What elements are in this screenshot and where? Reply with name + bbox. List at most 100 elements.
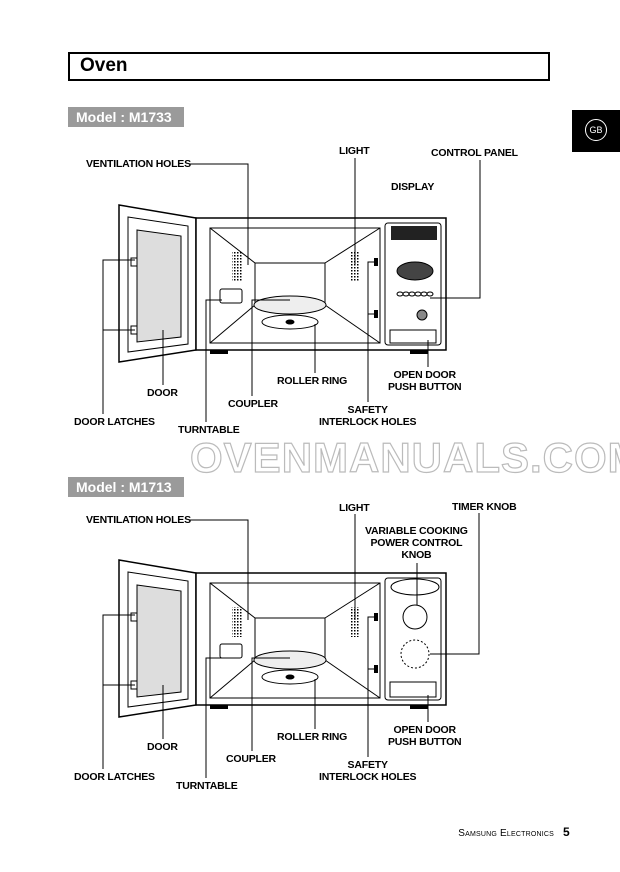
open-door-button bbox=[389, 681, 437, 698]
label-control-panel: CONTROL PANEL bbox=[431, 147, 518, 159]
foot bbox=[210, 350, 228, 354]
label-timer-knob: TIMER KNOB bbox=[452, 501, 517, 513]
label-door-latches: DOOR LATCHES bbox=[74, 771, 155, 783]
label-turntable: TURNTABLE bbox=[176, 780, 238, 792]
open-door-button bbox=[389, 329, 437, 344]
label-door: DOOR bbox=[147, 387, 178, 399]
coupler bbox=[285, 319, 295, 325]
control-panel bbox=[384, 577, 442, 701]
foot bbox=[210, 705, 228, 709]
page-number: 5 bbox=[563, 825, 570, 839]
button bbox=[396, 291, 404, 297]
turntable bbox=[253, 650, 327, 670]
label-door: DOOR bbox=[147, 741, 178, 753]
leader-line bbox=[367, 261, 376, 402]
leader-line bbox=[430, 513, 480, 655]
cavity-edge bbox=[324, 659, 381, 699]
footer-brand: Samsung Electronics bbox=[458, 828, 554, 839]
leader-line bbox=[102, 614, 135, 769]
label-line: SAFETY bbox=[347, 759, 388, 771]
label-line: INTERLOCK HOLES bbox=[319, 416, 417, 428]
label-line: OPEN DOOR bbox=[393, 369, 457, 381]
door-window bbox=[136, 229, 182, 343]
foot bbox=[410, 705, 428, 709]
door-latch bbox=[130, 612, 138, 622]
turntable bbox=[253, 295, 327, 315]
leader-line bbox=[190, 163, 249, 265]
button bbox=[402, 291, 410, 297]
timer-knob bbox=[400, 639, 430, 669]
label-line: PUSH BUTTON bbox=[388, 736, 462, 748]
door-latch bbox=[130, 257, 138, 267]
watermark: OVENMANUALS.COM bbox=[189, 434, 620, 481]
model-heading-m1713: Model : M1713 bbox=[68, 477, 184, 497]
door-frame bbox=[127, 216, 189, 353]
leader-line bbox=[367, 616, 376, 757]
start-button bbox=[416, 309, 428, 321]
foot bbox=[410, 350, 428, 354]
label-coupler: COUPLER bbox=[228, 398, 278, 410]
cavity bbox=[209, 227, 381, 344]
door-frame bbox=[127, 571, 189, 708]
ventilation-holes bbox=[232, 252, 242, 282]
cavity bbox=[209, 582, 381, 699]
label-coupler: COUPLER bbox=[226, 753, 276, 765]
button bbox=[426, 291, 434, 297]
label-line: PUSH BUTTON bbox=[388, 381, 462, 393]
control-panel bbox=[384, 222, 442, 346]
light-cover bbox=[350, 607, 360, 637]
label-display: DISPLAY bbox=[391, 181, 435, 193]
leader-line bbox=[251, 657, 290, 751]
label-ventilation-holes: VENTILATION HOLES bbox=[86, 514, 191, 526]
gb-badge: GB bbox=[585, 119, 607, 141]
model-heading-m1733: Model : M1733 bbox=[68, 107, 184, 127]
section-title-box: Oven bbox=[68, 52, 550, 81]
waveguide-cover bbox=[219, 288, 243, 304]
cavity-edge bbox=[324, 582, 381, 619]
label-light: LIGHT bbox=[339, 502, 370, 514]
label-line: POWER CONTROL bbox=[370, 537, 463, 549]
leader-line bbox=[205, 657, 222, 778]
leader-line bbox=[205, 299, 222, 422]
ventilation-holes bbox=[232, 607, 242, 637]
roller-ring bbox=[261, 314, 319, 330]
label-line: INTERLOCK HOLES bbox=[319, 771, 417, 783]
label-ventilation-holes: VENTILATION HOLES bbox=[86, 158, 191, 170]
door-window bbox=[136, 584, 182, 698]
label-line: OPEN DOOR bbox=[393, 724, 457, 736]
page-title: Oven bbox=[80, 55, 128, 76]
leader-line bbox=[102, 259, 135, 414]
leader-line bbox=[430, 160, 481, 299]
label-roller-ring: ROLLER RING bbox=[277, 731, 348, 743]
leader-line bbox=[251, 299, 290, 396]
cavity-edge bbox=[209, 659, 256, 699]
button bbox=[414, 291, 422, 297]
button bbox=[408, 291, 416, 297]
display bbox=[391, 226, 437, 240]
button bbox=[420, 291, 428, 297]
label-line: SAFETY bbox=[347, 404, 388, 416]
power-knob bbox=[402, 604, 428, 630]
label-turntable: TURNTABLE bbox=[178, 424, 240, 436]
waveguide-cover bbox=[219, 643, 243, 659]
cavity-edge bbox=[324, 304, 381, 344]
coupler bbox=[285, 674, 295, 680]
label-light: LIGHT bbox=[339, 145, 370, 157]
language-tab: GB bbox=[572, 110, 620, 152]
cavity-edge bbox=[209, 304, 256, 344]
label-line: VARIABLE COOKING bbox=[365, 525, 468, 537]
light-cover bbox=[350, 252, 360, 282]
roller-ring bbox=[261, 669, 319, 685]
label-line: KNOB bbox=[401, 549, 432, 561]
dial bbox=[396, 261, 434, 281]
panel-top bbox=[390, 578, 440, 596]
cavity-edge bbox=[324, 227, 381, 264]
leader-line bbox=[190, 519, 249, 620]
